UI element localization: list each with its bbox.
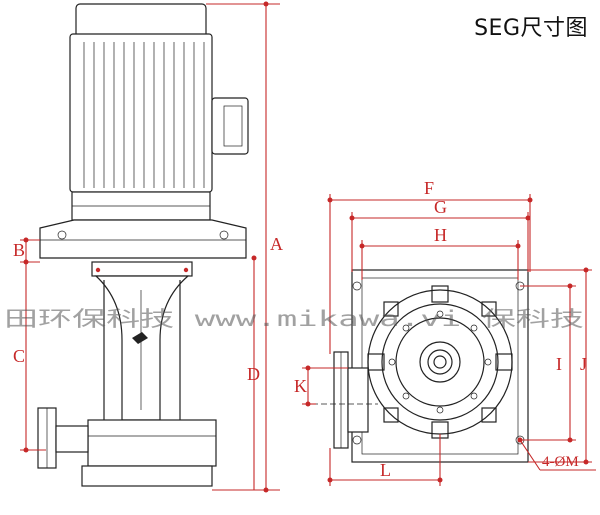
side-view <box>37 3 249 487</box>
label-J: J <box>580 354 587 374</box>
front-view <box>312 269 529 463</box>
front-view-dimensions <box>302 194 596 486</box>
label-D: D <box>247 364 260 384</box>
label-A: A <box>270 234 283 254</box>
label-I: I <box>556 354 562 374</box>
label-F: F <box>424 178 434 198</box>
front-view-labels: F G H I J K L 4-ØM <box>294 178 587 480</box>
label-H: H <box>434 225 447 245</box>
drawing-title: SEG尺寸图 <box>474 16 588 41</box>
label-4-phi-M: 4-ØM <box>542 454 579 470</box>
label-L: L <box>380 460 391 480</box>
side-view-labels: A B C D <box>13 234 283 384</box>
label-K: K <box>294 376 307 396</box>
label-B: B <box>13 240 25 260</box>
watermark-text: 田环保科技 www.mikawa.vi 保科技 <box>4 307 584 331</box>
label-C: C <box>13 346 25 366</box>
side-view-dimensions <box>20 1 280 493</box>
label-G: G <box>434 197 447 217</box>
